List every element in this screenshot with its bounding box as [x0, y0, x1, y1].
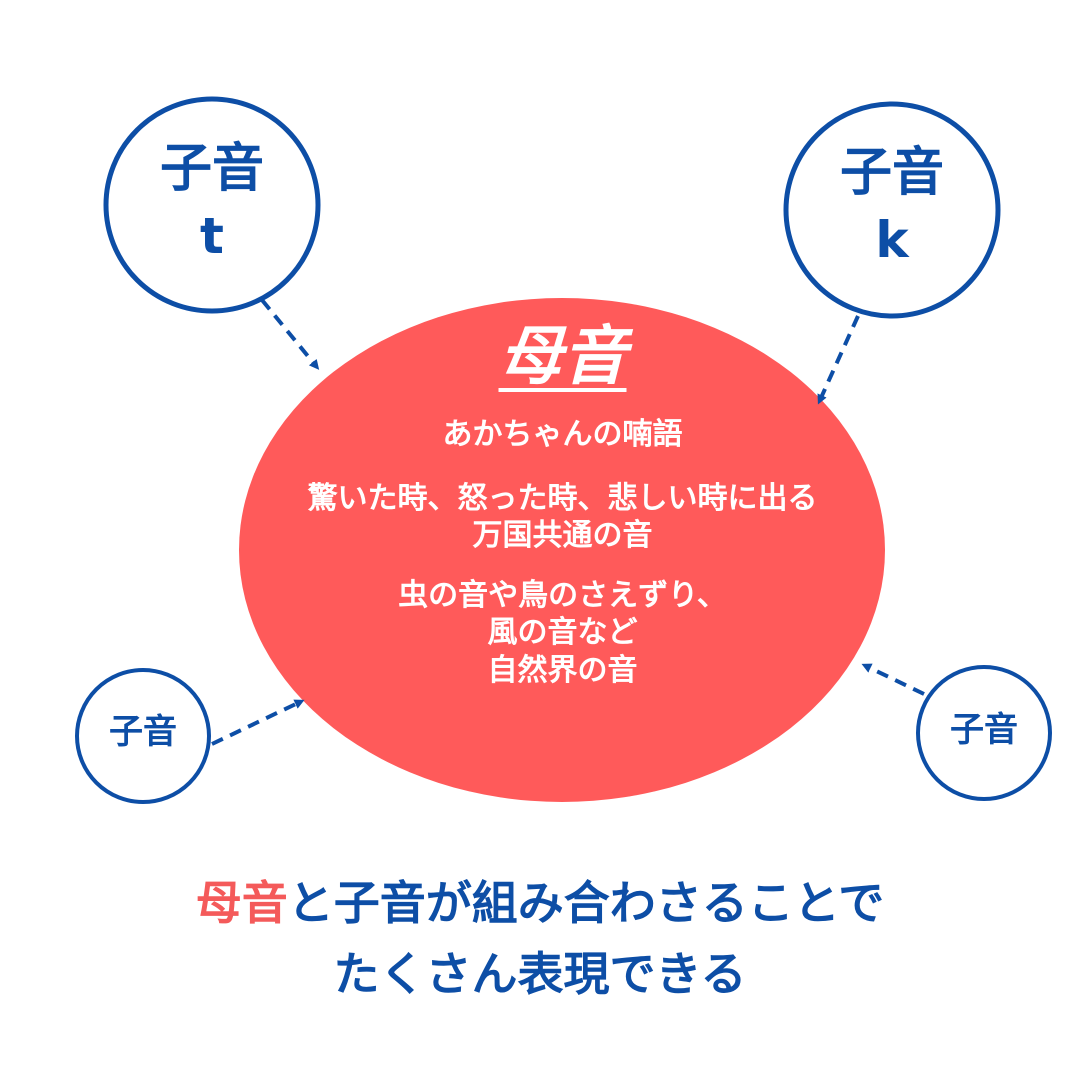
consonant-k-label-group: 子音 k — [792, 142, 992, 270]
arrow-k-to-vowel — [817, 315, 860, 405]
vowel-line-nature: 自然界の音 — [487, 652, 638, 688]
consonant-circle-t — [103, 96, 321, 314]
arrow-bottom-left-to-vowel — [211, 699, 305, 746]
consonant-t-label: 子音 — [159, 139, 264, 199]
consonant-circle-k — [783, 101, 1001, 319]
consonant-k-label: 子音 — [839, 143, 944, 203]
consonant-bottom-right-label: 子音 — [950, 710, 1018, 750]
consonant-bottom-left-label: 子音 — [109, 712, 177, 752]
caption-line-1: 母音と子音が組み合わさることで — [60, 868, 1020, 939]
consonant-t-letter: t — [200, 207, 224, 266]
caption-line-1-rest: と子音が組み合わさることで — [287, 876, 885, 930]
vowel-line-universal: 万国共通の音 — [472, 518, 653, 554]
arrow-t-to-vowel — [260, 298, 320, 370]
caption-line-2: たくさん表現できる — [333, 947, 747, 1002]
vowel-ellipse — [239, 298, 885, 802]
consonant-t-label-group: 子音 t — [112, 138, 312, 266]
vowel-line-insects-birds: 虫の音や鳥のさえずり、 — [398, 577, 727, 613]
consonant-k-letter: k — [875, 211, 909, 270]
vowel-line-babbling: あかちゃんの喃語 — [442, 417, 683, 453]
vowel-text-block: 母音 あかちゃんの喃語 驚いた時、怒った時、悲しい時に出る 万国共通の音 虫の音… — [240, 322, 885, 689]
vowel-title: 母音 — [498, 320, 627, 394]
caption-highlight: 母音 — [195, 876, 288, 930]
consonant-circle-bottom-left — [75, 668, 211, 804]
consonant-circle-bottom-right — [916, 665, 1052, 801]
arrow-bottom-right-to-vowel — [861, 663, 925, 696]
caption: 母音と子音が組み合わさることで たくさん表現できる — [60, 868, 1020, 1011]
vowel-line-wind: 風の音など — [487, 615, 638, 651]
vowel-line-emotions: 驚いた時、怒った時、悲しい時に出る — [307, 480, 818, 516]
